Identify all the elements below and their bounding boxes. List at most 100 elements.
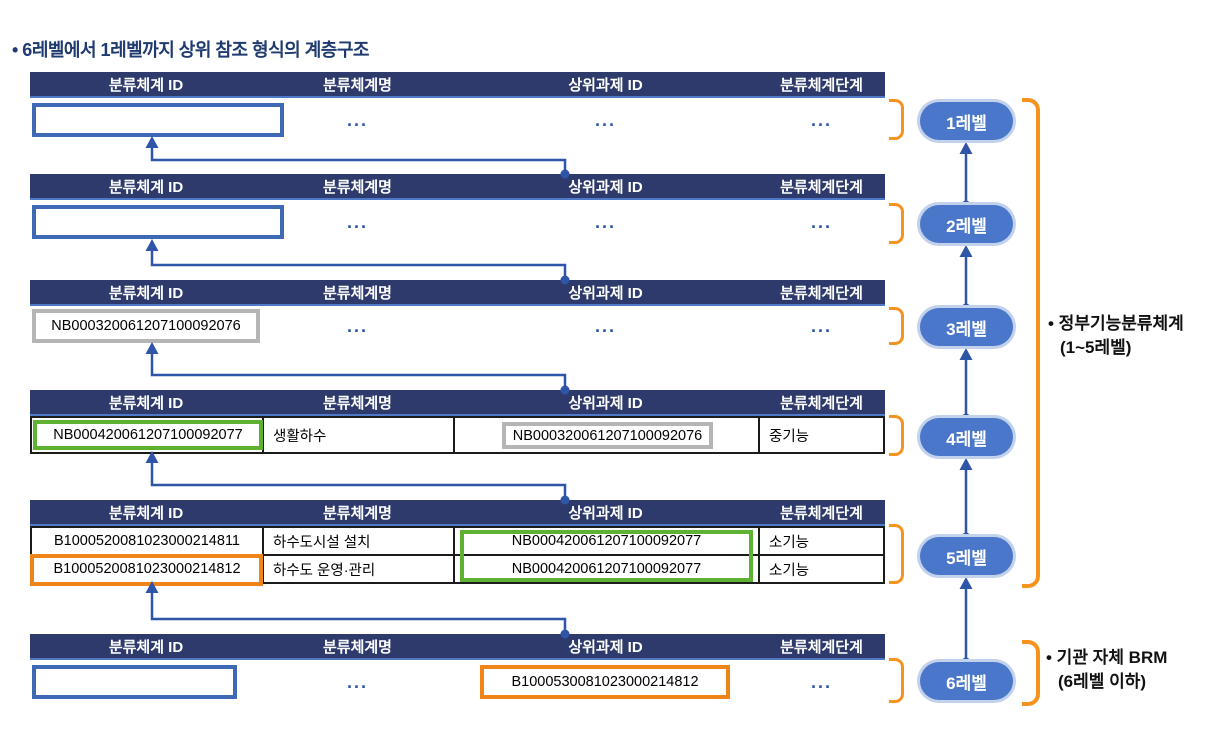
table-level-1-body: ... ... ...	[30, 98, 885, 142]
table-level-4-body: NB000420061207100092077 생활하수 NB000320061…	[30, 416, 885, 454]
grid-line	[758, 418, 760, 452]
table-level-6: 분류체계 ID 분류체계명 상위과제 ID 분류체계단계 ... B100053…	[30, 634, 885, 704]
col-header-classification-id: 분류체계 ID	[108, 504, 184, 522]
level-4-stage-cell: 중기능	[769, 428, 810, 445]
bracket-level-6	[889, 658, 904, 703]
col-header-classification-name: 분류체계명	[322, 504, 392, 522]
arrow-level5-to-level4	[150, 463, 567, 500]
level-2-id-box-empty	[32, 205, 284, 239]
table-level-2: 분류체계 ID 분류체계명 상위과제 ID 분류체계단계 ... ... ...	[30, 174, 885, 244]
table-level-6-header: 분류체계 ID 분류체계명 상위과제 ID 분류체계단계	[30, 634, 885, 660]
table-level-5-body: B1000520081023000214811 하수도시설 설치 NB00042…	[30, 526, 885, 586]
level-5-row2-name: 하수도 운영·관리	[273, 562, 376, 579]
level-1-stage-ellipsis: ...	[810, 109, 832, 130]
arrow-level4-to-level3	[150, 354, 567, 390]
bracket-levels-1-to-5	[1022, 98, 1040, 588]
level-5-row1-id: B1000520081023000214811	[53, 533, 240, 549]
table-level-5-header: 분류체계 ID 분류체계명 상위과제 ID 분류체계단계	[30, 500, 885, 526]
level-3-name-ellipsis: ...	[346, 315, 368, 336]
col-header-classification-id: 분류체계 ID	[108, 638, 184, 656]
level-5-row2-id-highlight	[30, 554, 263, 586]
col-header-parent-task-id: 상위과제 ID	[568, 178, 643, 196]
table-level-4-header: 분류체계 ID 분류체계명 상위과제 ID 분류체계단계	[30, 390, 885, 416]
level-1-name-ellipsis: ...	[346, 109, 368, 130]
col-header-parent-task-id: 상위과제 ID	[568, 76, 643, 94]
arrow-level2-to-level1	[150, 148, 567, 174]
level-1-parent-ellipsis: ...	[594, 109, 616, 130]
level-1-id-box-empty	[32, 103, 284, 137]
note-government-brm-line2: (1~5레벨)	[1060, 338, 1132, 357]
note-government-brm: • 정부기능분류체계 (1~5레벨)	[1048, 312, 1184, 360]
arrow-level6-to-level5	[150, 593, 567, 634]
col-header-parent-task-id: 상위과제 ID	[568, 638, 643, 656]
bracket-level-6-group	[1022, 640, 1040, 706]
col-header-classification-name: 분류체계명	[322, 76, 392, 94]
grid-line	[262, 418, 264, 452]
level-6-name-ellipsis: ...	[346, 671, 368, 692]
badge-level-6: 6레벨	[920, 662, 1013, 700]
badge-level-2: 2레벨	[920, 205, 1013, 243]
level-3-id-box: NB000320061207100092076	[32, 309, 260, 343]
level-6-parent-box: B1000530081023000214812	[480, 665, 730, 699]
level-2-stage-ellipsis: ...	[810, 211, 832, 232]
level-4-parent-box: NB000320061207100092076	[502, 422, 713, 449]
col-header-classification-stage: 분류체계단계	[780, 638, 863, 656]
table-level-3-header: 분류체계 ID 분류체계명 상위과제 ID 분류체계단계	[30, 280, 885, 306]
note-agency-brm-line1: • 기관 자체 BRM	[1046, 648, 1168, 667]
col-header-classification-name: 분류체계명	[322, 394, 392, 412]
col-header-classification-stage: 분류체계단계	[780, 394, 863, 412]
grid-line	[32, 554, 883, 556]
table-level-3-body: NB000320061207100092076 ... ... ...	[30, 306, 885, 346]
level-5-row2-parent: NB000420061207100092077	[511, 561, 702, 577]
badge-level-5: 5레벨	[920, 537, 1013, 575]
level-6-id-box-empty	[32, 665, 237, 699]
level-3-parent-ellipsis: ...	[594, 315, 616, 336]
table-level-6-body: ... B1000530081023000214812 ...	[30, 660, 885, 704]
badge-level-3: 3레벨	[920, 308, 1013, 346]
col-header-classification-id: 분류체계 ID	[108, 394, 184, 412]
col-header-parent-task-id: 상위과제 ID	[568, 284, 643, 302]
bracket-level-2	[889, 203, 904, 244]
table-level-1: 분류체계 ID 분류체계명 상위과제 ID 분류체계단계 ... ... ...	[30, 72, 885, 142]
level-5-row1-name: 하수도시설 설치	[273, 534, 371, 551]
level-5-row1-stage: 소기능	[769, 534, 810, 551]
arrow-level3-to-level2	[150, 251, 567, 280]
bracket-level-3	[889, 307, 904, 345]
col-header-classification-name: 분류체계명	[322, 284, 392, 302]
col-header-classification-stage: 분류체계단계	[780, 178, 863, 196]
level-2-parent-ellipsis: ...	[594, 211, 616, 232]
col-header-classification-id: 분류체계 ID	[108, 284, 184, 302]
table-level-1-header: 분류체계 ID 분류체계명 상위과제 ID 분류체계단계	[30, 72, 885, 98]
level-5-row1-parent: NB000420061207100092077	[511, 533, 702, 549]
col-header-classification-name: 분류체계명	[322, 178, 392, 196]
level-5-row2-id: B1000520081023000214812	[53, 561, 241, 577]
note-agency-brm-line2: (6레벨 이하)	[1058, 672, 1147, 691]
col-header-classification-stage: 분류체계단계	[780, 504, 863, 522]
level-4-id-box: NB000420061207100092077	[33, 420, 263, 450]
col-header-classification-stage: 분류체계단계	[780, 76, 863, 94]
level-5-row2-stage: 소기능	[769, 562, 810, 579]
level-4-name-cell: 생활하수	[273, 428, 327, 445]
col-header-classification-stage: 분류체계단계	[780, 284, 863, 302]
level-6-stage-ellipsis: ...	[810, 671, 832, 692]
note-agency-brm: • 기관 자체 BRM (6레벨 이하)	[1046, 646, 1167, 694]
note-government-brm-line1: • 정부기능분류체계	[1048, 314, 1184, 333]
col-header-parent-task-id: 상위과제 ID	[568, 504, 643, 522]
grid-line	[453, 418, 455, 452]
badge-level-4: 4레벨	[920, 418, 1013, 456]
table-level-5: 분류체계 ID 분류체계명 상위과제 ID 분류체계단계 B1000520081…	[30, 500, 885, 586]
col-header-classification-id: 분류체계 ID	[108, 76, 184, 94]
badge-level-1: 1레벨	[920, 102, 1013, 140]
table-level-2-body: ... ... ...	[30, 200, 885, 244]
level-5-parent-highlight	[460, 530, 753, 582]
bracket-level-1	[889, 99, 904, 140]
table-level-4: 분류체계 ID 분류체계명 상위과제 ID 분류체계단계 NB000420061…	[30, 390, 885, 454]
diagram-title: • 6레벨에서 1레벨까지 상위 참조 형식의 계층구조	[12, 40, 369, 60]
level-3-stage-ellipsis: ...	[810, 315, 832, 336]
col-header-classification-name: 분류체계명	[322, 638, 392, 656]
level-2-name-ellipsis: ...	[346, 211, 368, 232]
table-level-3: 분류체계 ID 분류체계명 상위과제 ID 분류체계단계 NB000320061…	[30, 280, 885, 346]
table-level-2-header: 분류체계 ID 분류체계명 상위과제 ID 분류체계단계	[30, 174, 885, 200]
bracket-level-5	[889, 524, 904, 584]
